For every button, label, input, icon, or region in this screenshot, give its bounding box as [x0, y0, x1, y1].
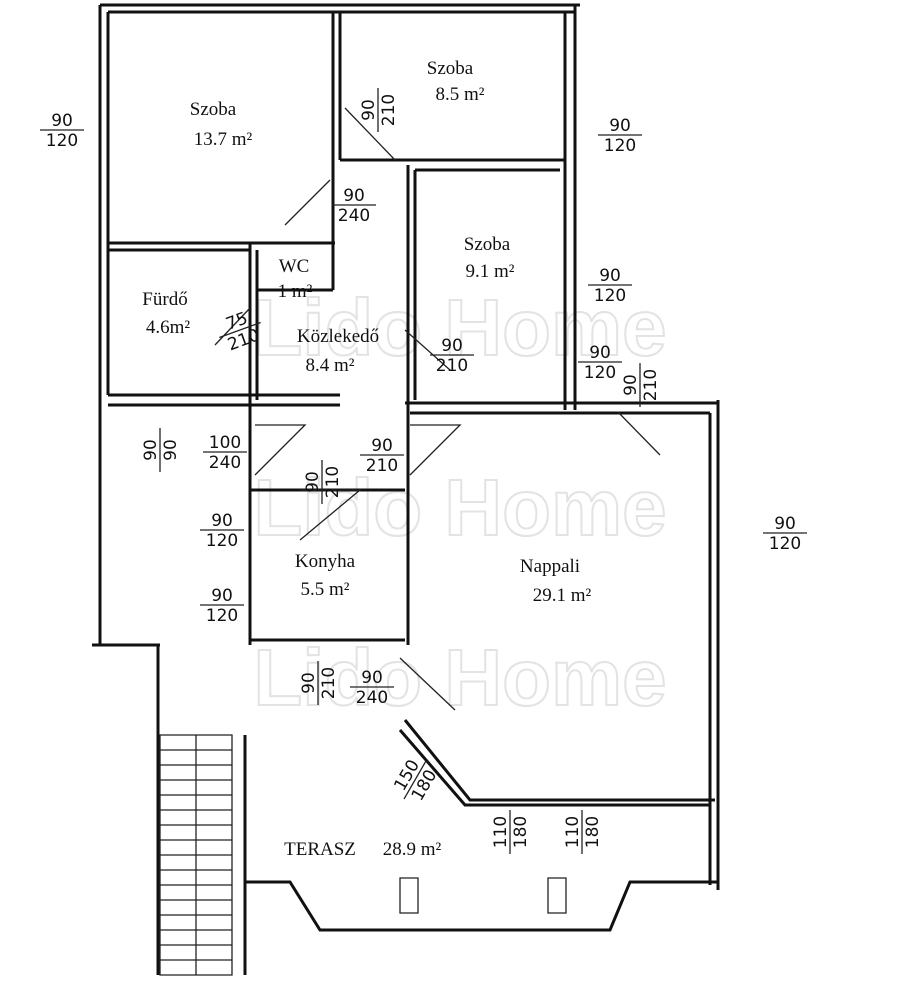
opening-height: 120 [206, 531, 238, 551]
room-name: Fürdő [142, 289, 187, 310]
opening-width: 90 [371, 436, 393, 456]
room-name: Konyha [295, 551, 356, 572]
opening-width: 90 [141, 439, 161, 461]
room-name: Szoba [464, 234, 511, 255]
opening-height: 180 [511, 816, 531, 848]
room-area: 29.1 m² [533, 585, 592, 606]
opening-width: 90 [343, 186, 365, 206]
room-name: Szoba [427, 58, 474, 79]
opening-width: 90 [211, 586, 233, 606]
room-area: 4.6m² [146, 317, 191, 338]
opening-height: 120 [206, 606, 238, 626]
opening-height: 120 [604, 136, 636, 156]
windows [399, 877, 567, 914]
opening-width: 90 [589, 343, 611, 363]
room-area: 8.5 m² [436, 84, 485, 105]
opening-width: 90 [774, 514, 796, 534]
room-labels: Szoba 13.7 m² Szoba 8.5 m² Szoba 9.1 m² … [142, 58, 591, 860]
opening-height: 240 [338, 206, 370, 226]
opening-height: 210 [379, 94, 399, 126]
room-name: TERASZ [284, 839, 356, 860]
room-area: 8.4 m² [306, 355, 355, 376]
room-name: Közlekedő [297, 326, 379, 347]
opening-width: 90 [359, 99, 379, 121]
room-name: WC [279, 256, 310, 277]
dimension-divider [219, 321, 261, 339]
stairs [160, 735, 232, 975]
opening-width: 100 [209, 433, 241, 453]
opening-height: 210 [319, 667, 339, 699]
dimension-divider [403, 760, 427, 800]
room-area: 9.1 m² [466, 261, 515, 282]
opening-height: 180 [583, 816, 603, 848]
opening-height: 210 [323, 466, 343, 498]
opening-height: 240 [209, 453, 241, 473]
opening-height: 210 [436, 356, 468, 376]
opening-width: 90 [441, 336, 463, 356]
opening-width: 90 [303, 471, 323, 493]
opening-height: 120 [594, 286, 626, 306]
opening-height: 210 [366, 456, 398, 476]
room-area: 13.7 m² [194, 129, 253, 150]
room-name: Nappali [520, 556, 580, 577]
opening-width: 90 [299, 672, 319, 694]
walls [92, 3, 720, 976]
opening-height: 90 [161, 439, 181, 461]
room-area: 5.5 m² [301, 579, 350, 600]
svg-text:Lido Home: Lido Home [253, 633, 666, 722]
opening-height: 240 [356, 688, 388, 708]
svg-text:Lido Home: Lido Home [253, 283, 666, 372]
room-name: Szoba [190, 99, 237, 120]
opening-height: 210 [641, 369, 661, 401]
opening-height: 120 [584, 363, 616, 383]
opening-width: 110 [491, 816, 511, 848]
opening-width: 90 [609, 116, 631, 136]
opening-height: 120 [769, 534, 801, 554]
opening-height: 120 [46, 131, 78, 151]
room-area: 1 m² [278, 281, 313, 302]
room-area: 28.9 m² [383, 839, 442, 860]
door-swings [214, 107, 661, 711]
opening-width: 90 [211, 511, 233, 531]
opening-width: 90 [599, 266, 621, 286]
opening-width: 110 [563, 816, 583, 848]
opening-width: 90 [361, 668, 383, 688]
opening-width: 90 [51, 111, 73, 131]
opening-width: 90 [621, 374, 641, 396]
